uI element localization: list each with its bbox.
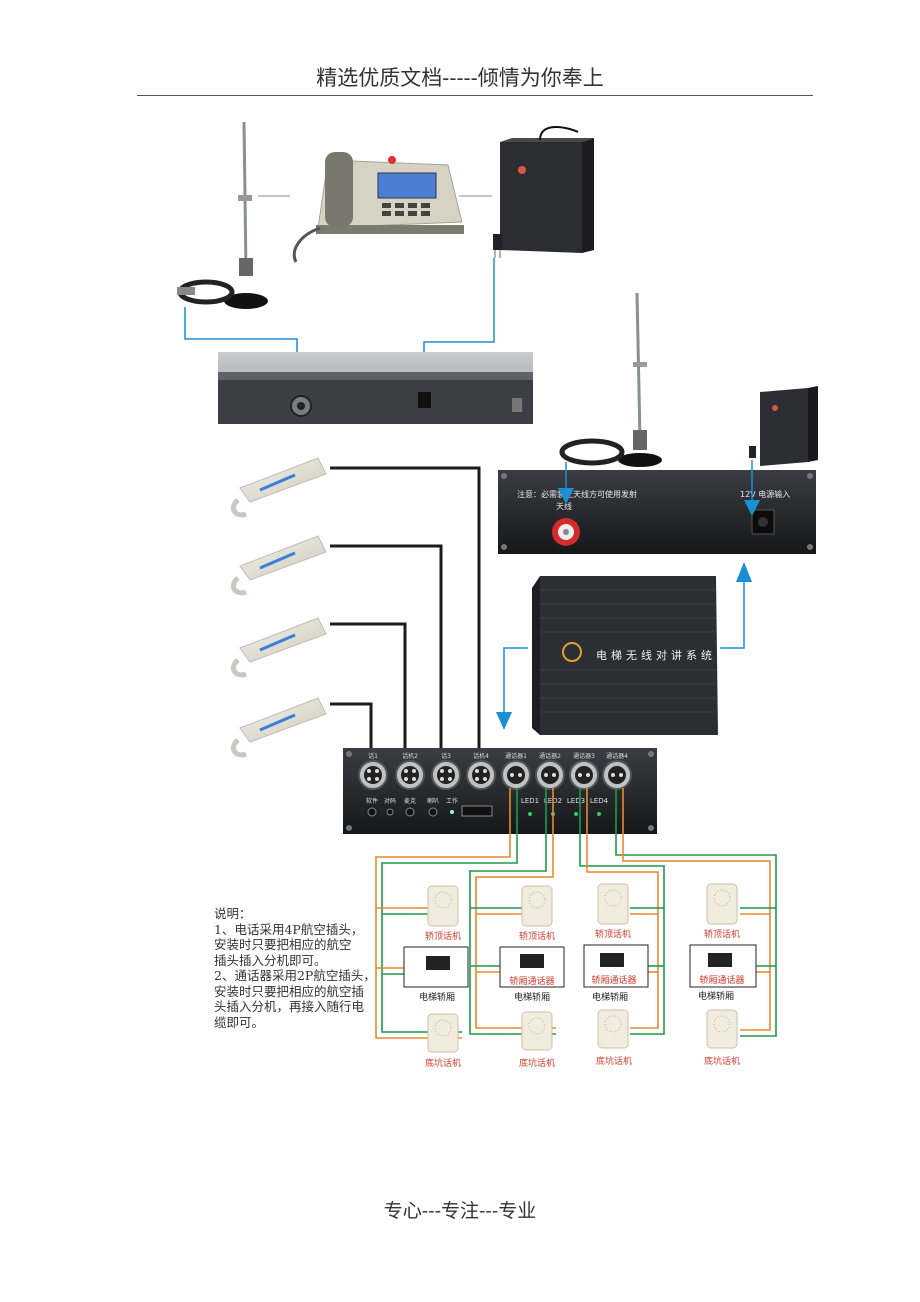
- description-line: 插头插入分机即可。: [214, 952, 327, 968]
- car-top-phone-icon: [521, 885, 553, 927]
- car-top-phone-label: 轿顶话机: [704, 928, 740, 940]
- antenna-port-label: 天线: [556, 501, 572, 511]
- pit-phone-icon: [597, 1009, 629, 1049]
- elevator-column-4: 轿顶话机 轿厢通话器 电梯轿厢 底坑话机: [689, 883, 757, 1067]
- description-notes: 说明： 1、电话采用4P航空插头， 安装时只要把相应的航空 插头插入分机即可。 …: [214, 906, 376, 1030]
- car-intercom-label: 轿厢通话器: [699, 974, 744, 986]
- phone-port-label-1: 话1: [368, 752, 378, 760]
- power-supply-box: [493, 126, 594, 258]
- car-top-phone-icon: [706, 883, 738, 925]
- arrow-down-icon: [558, 488, 574, 504]
- arrow-up-icon: [736, 562, 752, 582]
- elevator-column-2: 轿顶话机 轿厢通话器 电梯轿厢 底坑话机: [499, 885, 565, 1069]
- car-intercom-label: 轿厢通话器: [591, 974, 636, 986]
- description-line: 头插入分机，再接入随行电: [214, 999, 365, 1014]
- elevator-car-label: 电梯轿厢: [698, 990, 734, 1002]
- car-top-phone-label: 轿顶话机: [519, 930, 555, 942]
- pit-phone-label: 底坑话机: [704, 1055, 740, 1067]
- car-intercom-icon: [600, 953, 624, 967]
- description-line: 安装时只要把相应的航空: [214, 937, 352, 952]
- intercom-port-label-4: 通话器4: [606, 752, 628, 760]
- intercom-port-connectors: [501, 760, 632, 790]
- description-line: 1、电话采用4P航空插头，: [214, 921, 364, 937]
- control-label-mic: 麦克: [404, 797, 416, 805]
- arrow-down-icon: [496, 712, 512, 730]
- intercom-port-label-2: 通话器2: [539, 752, 561, 760]
- handset-3: [231, 617, 327, 678]
- car-intercom-icon: [520, 954, 544, 968]
- pit-phone-icon: [521, 1011, 553, 1051]
- handset-2: [231, 535, 327, 596]
- power-port-label: 12V 电源输入: [740, 489, 790, 499]
- car-intercom-icon: [708, 953, 732, 967]
- car-top-phone-icon: [597, 883, 629, 925]
- intercom-port-label-3: 通话器3: [573, 752, 595, 760]
- handset-1: [231, 457, 327, 518]
- page-header-title: 精选优质文档-----倾情为你奉上: [316, 66, 604, 90]
- pit-phone-icon: [706, 1009, 738, 1049]
- car-intercom-label: 轿厢通话器: [509, 975, 554, 987]
- wireless-note: 注意：必需装上天线方可使用发射: [517, 489, 637, 499]
- arrow-down-icon: [744, 500, 760, 516]
- control-label-work: 工作: [446, 797, 458, 805]
- main-unit: 电梯无线对讲系统: [532, 576, 718, 735]
- elevator-car-label: 电梯轿厢: [419, 991, 455, 1003]
- intercom-port-label-1: 通话器1: [505, 752, 527, 760]
- phone-port-label-3: 话3: [441, 752, 451, 760]
- pit-phone-label: 底坑话机: [425, 1057, 461, 1069]
- main-unit-name: 电梯无线对讲系统: [596, 648, 716, 662]
- main-unit-connection-lines: [503, 580, 745, 712]
- car-top-phone-icon: [427, 885, 459, 927]
- desk-phone: [292, 152, 464, 263]
- car-top-phone-label: 轿顶话机: [425, 930, 461, 942]
- control-label-speaker: 喇叭: [427, 797, 439, 805]
- control-label-software: 软件: [366, 797, 378, 805]
- pit-phone-icon: [427, 1013, 459, 1053]
- distributor-box: 话1 话机2 话3 话机4 通话器1 通话器2 通话器3 通话器4: [343, 748, 657, 834]
- led-label-1: LED1: [521, 797, 539, 805]
- control-label-pair: 对码: [384, 797, 396, 805]
- rear-panel: [218, 352, 533, 424]
- description-line: 说明：: [214, 906, 252, 921]
- handset-group: [231, 457, 327, 758]
- right-antenna: [559, 292, 662, 467]
- wireless-panel: 注意：必需装上天线方可使用发射 天线 12V 电源输入: [498, 470, 816, 554]
- elevator-column-1: 轿顶话机 电梯轿厢 底坑话机: [403, 885, 469, 1069]
- wireless-connection-lines: [565, 460, 753, 505]
- car-top-phone-label: 轿顶话机: [595, 928, 631, 940]
- page-footer-title: 专心---专注---专业: [383, 1200, 537, 1222]
- handset-4: [231, 697, 327, 758]
- led-label-3: LED3: [567, 797, 585, 805]
- elevator-car-label: 电梯轿厢: [592, 991, 628, 1003]
- car-intercom-icon: [426, 956, 450, 970]
- phone-cables: [330, 466, 481, 760]
- small-power-box: [749, 386, 818, 466]
- elevator-car-label: 电梯轿厢: [514, 991, 550, 1003]
- elevator-column-3: 轿顶话机 轿厢通话器 电梯轿厢 底坑话机: [583, 883, 649, 1067]
- intercom-wiring: [375, 788, 777, 1039]
- phone-port-label-4: 话机4: [473, 752, 489, 760]
- pit-phone-label: 底坑话机: [519, 1057, 555, 1069]
- phone-port-connectors: [358, 760, 496, 790]
- description-line: 安装时只要把相应的航空插: [214, 983, 365, 999]
- description-line: 2、通话器采用2P航空插头，: [214, 968, 376, 983]
- description-line: 缆即可。: [214, 1014, 265, 1030]
- phone-port-label-2: 话机2: [402, 752, 418, 760]
- header-divider: [137, 95, 813, 96]
- pit-phone-label: 底坑话机: [596, 1055, 632, 1067]
- top-antenna: [177, 121, 268, 309]
- led-label-4: LED4: [590, 797, 609, 805]
